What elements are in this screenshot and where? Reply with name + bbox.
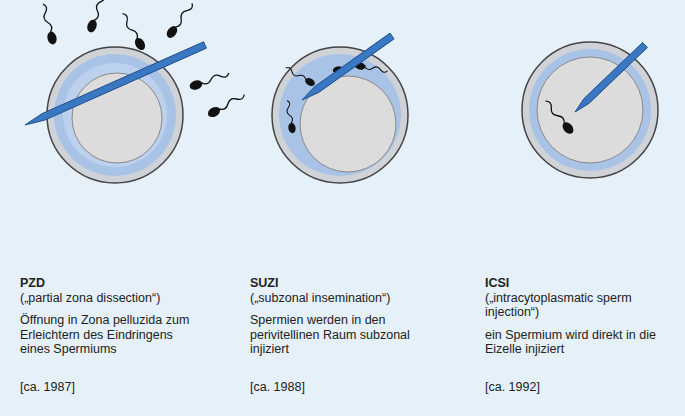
method-heading: PZD [20, 276, 200, 291]
oocyte [272, 47, 408, 183]
method-date: [ca. 1992] [485, 380, 540, 395]
text-column: ICSI(„intracytoplasmatic sperm injection… [485, 276, 670, 357]
pipette [25, 42, 206, 125]
method-date: [ca. 1988] [250, 380, 305, 395]
pipette [575, 43, 647, 113]
text-column: PZD(„partial zona dissection“) Öffnung in… [20, 276, 200, 357]
pipette [302, 33, 394, 100]
sperm-cell [542, 98, 576, 136]
method-subtitle: („partial zona dissection“) [20, 291, 200, 306]
method-heading: SUZI [250, 276, 425, 291]
method-heading: ICSI [485, 276, 670, 291]
method-date: [ca. 1987] [20, 380, 75, 395]
method-body: ein Spermium wird direkt in die Eizelle … [485, 328, 670, 357]
method-subtitle: („subzonal insemination“) [250, 291, 425, 306]
method-body: Öffnung in Zona pelluzida zum Erleichter… [20, 313, 200, 357]
text-column: SUZI(„subzonal insemination“) Spermien we… [250, 276, 425, 357]
oocyte [522, 42, 658, 178]
method-subtitle: („intracytoplasmatic sperm injection“) [485, 291, 670, 320]
method-body: Spermien werden in den perivitellinen Ra… [250, 313, 425, 357]
